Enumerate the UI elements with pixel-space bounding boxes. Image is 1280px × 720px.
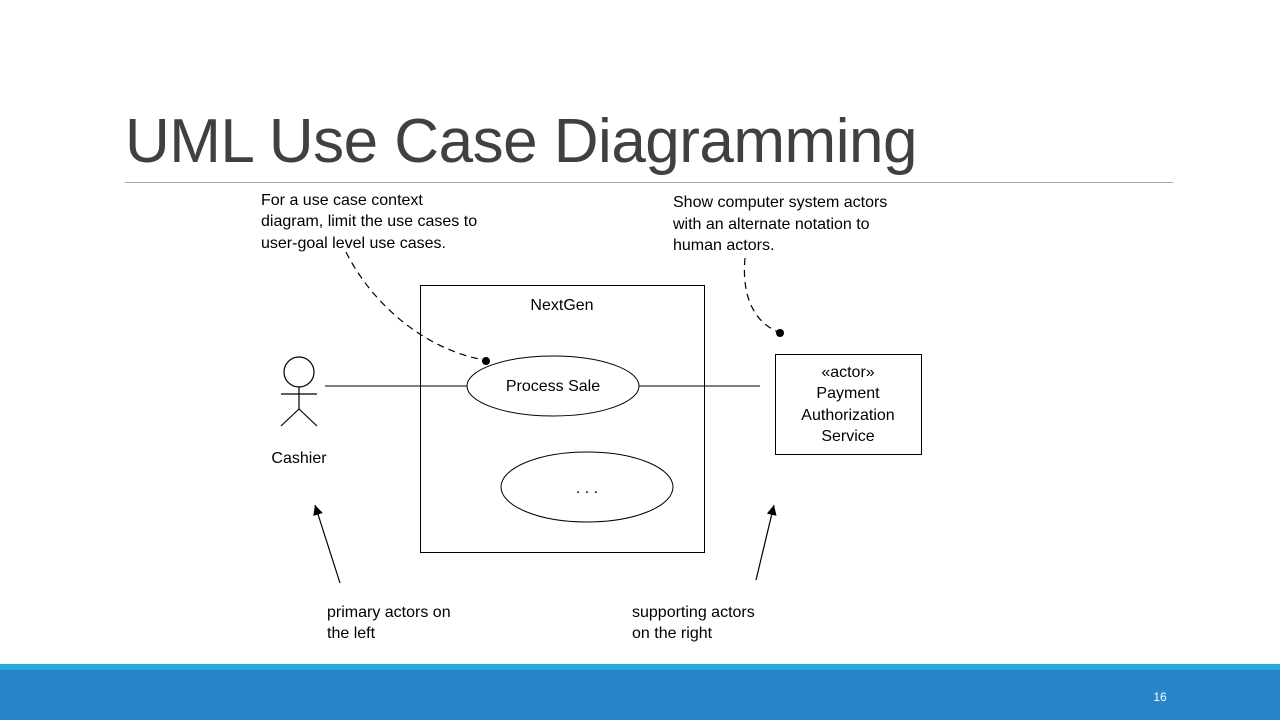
use-case-other-label: . . . — [576, 480, 598, 497]
payment-actor-name-line1: Payment — [816, 385, 880, 402]
note-system-actors-line1: Show computer system actors — [673, 194, 887, 211]
note-supporting-line2: on the right — [632, 625, 713, 642]
cashier-actor-icon — [280, 356, 318, 427]
note-system-actors-connector — [743, 257, 779, 333]
payment-actor-stereotype: «actor» — [821, 364, 874, 381]
use-case-other — [500, 451, 674, 523]
system-boundary — [420, 285, 705, 553]
page-number: 16 — [1153, 690, 1167, 704]
payment-actor-name-line3: Service — [821, 428, 874, 445]
note-supporting-line1: supporting actors — [632, 604, 755, 621]
title-divider — [125, 182, 1173, 183]
payment-actor-name-line2: Authorization — [801, 407, 894, 424]
payment-authorization-actor-box — [775, 354, 922, 455]
system-boundary-label: NextGen — [530, 297, 593, 314]
use-case-process-sale-label: Process Sale — [506, 378, 600, 395]
note-context-line1: For a use case context — [261, 192, 423, 209]
note-context-line3: user-goal level use cases. — [261, 235, 446, 252]
note-primary-line1: primary actors on — [327, 604, 451, 621]
footer-bar — [0, 670, 1280, 720]
slide-title: UML Use Case Diagramming — [125, 107, 917, 176]
note-primary-line2: the left — [327, 625, 376, 642]
cashier-actor-label: Cashier — [271, 450, 327, 467]
note-system-actors-line3: human actors. — [673, 237, 774, 254]
footer-accent-stripe — [0, 664, 1280, 670]
note-system-actors-line2: with an alternate notation to — [672, 216, 870, 233]
note-context-anchor-dot — [482, 357, 490, 365]
note-system-actors-anchor-dot — [776, 329, 784, 337]
supporting-actors-arrow — [755, 504, 777, 581]
primary-actors-arrow — [313, 504, 341, 584]
note-context-connector — [345, 251, 485, 361]
note-context-line2: diagram, limit the use cases to — [261, 213, 477, 230]
